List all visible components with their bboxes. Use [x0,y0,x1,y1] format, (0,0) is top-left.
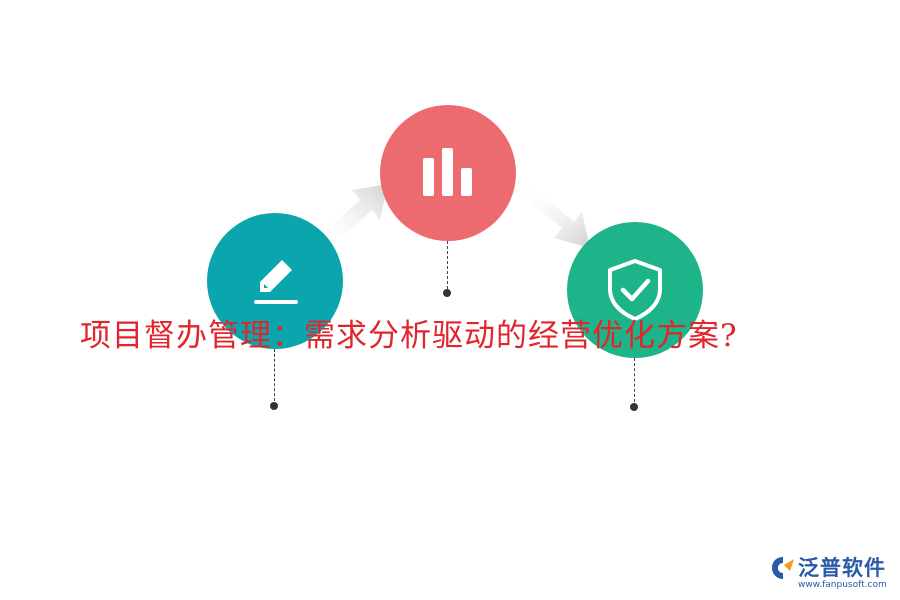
step-circle-secure [567,222,703,358]
logo-name: 泛普软件 [798,556,886,580]
leader-line [634,358,635,402]
brand-logo[interactable]: 泛普软件 www.fanpusoft.com [770,552,895,598]
shield-check-icon [608,259,662,321]
arrow-down-right-icon [522,188,590,248]
leader-line [274,349,275,401]
step-circle-analysis [380,105,516,241]
leader-dot [630,403,638,411]
step-circle-edit [207,213,343,349]
pencil-icon [254,260,298,304]
logo-url: www.fanpusoft.com [798,580,887,590]
headline-title: 项目督办管理：需求分析驱动的经营优化方案? [80,318,738,354]
fanpu-logo-icon [772,557,794,579]
leader-line [447,241,448,289]
arrow-up-right-icon [320,184,388,246]
bar-chart-icon [423,148,472,196]
leader-dot [270,402,278,410]
leader-dot [443,289,451,297]
